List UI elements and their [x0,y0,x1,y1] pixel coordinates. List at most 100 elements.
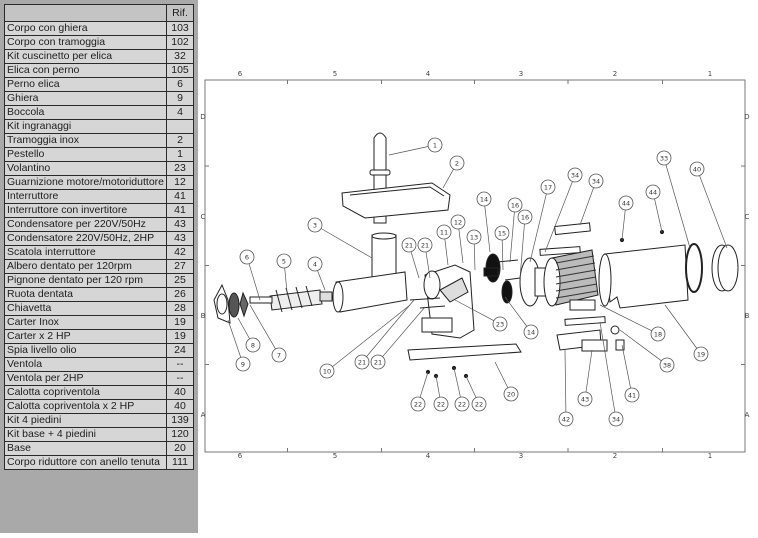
callout-20: 20 [494,361,519,402]
callout-circle [427,137,443,153]
callout-43: 43 [577,349,593,407]
callout-number: 13 [470,233,478,241]
part-ref: 12 [166,175,194,190]
callout-number: 22 [475,400,483,408]
leader-line [484,205,491,253]
column-label: 6 [238,70,243,78]
callout-18: 18 [599,304,666,342]
header-name [4,4,167,22]
part-name: Albero dentato per 120rpm [4,259,167,274]
callout-number: 34 [592,177,600,185]
part-ref: 26 [166,287,194,302]
callout-circle [433,396,449,412]
leader-line [435,375,441,398]
part-ref: 28 [166,301,194,316]
part-ref: 4 [166,105,194,120]
bracket [554,222,591,236]
callout-10: 10 [319,304,411,379]
part-ref: 27 [166,259,194,274]
table-row: Ventola-- [4,357,194,372]
callout-circle [354,354,370,370]
leader-line [621,209,626,241]
callout-number: 21 [421,241,429,249]
part-name: Corpo con tramoggia [4,35,167,50]
header-ref: Rif. [166,4,194,22]
part-ref: 105 [166,63,194,78]
column-label: 4 [426,452,431,460]
pestle [373,132,387,171]
part-ref: 20 [166,441,194,456]
column-label: 1 [708,452,712,460]
callout-number: 44 [649,188,657,196]
part-ref: 43 [166,217,194,232]
part-name: Ventola [4,357,167,372]
callout-number: 14 [527,328,535,336]
leader-line [699,175,728,249]
callout-number: 44 [622,199,630,207]
callout-41: 41 [621,344,640,403]
grinder-body [335,271,408,313]
callout-5: 5 [276,253,292,293]
callout-12: 12 [450,214,466,264]
oil-sight [610,325,620,335]
part-name: Carter x 2 HP [4,329,167,344]
part-ref: 1 [166,147,194,162]
part-ref: 9 [166,91,194,106]
callout-circle [645,184,661,200]
callout-8: 8 [237,317,261,353]
callout-number: 22 [414,400,422,408]
callout-number: 34 [612,415,620,423]
switch [615,339,625,351]
callout-circle [466,229,482,245]
callout-9: 9 [227,319,251,372]
callout-circle [540,179,556,195]
callout-11: 11 [436,224,452,266]
callout-circle [624,387,640,403]
leader-line [366,299,415,357]
callout-circle [410,396,426,412]
column-label: 5 [333,452,337,460]
callout-number: 34 [571,171,579,179]
leader-line [382,306,426,357]
callout-number: 20 [507,390,515,398]
callout-17: 17 [529,179,556,263]
callout-circle [492,316,508,332]
knife [239,291,249,318]
callout-number: 41 [628,391,636,399]
part-ref: 23 [166,161,194,176]
table-row: Kit ingranaggi [4,119,194,134]
part-name: Corpo riduttore con anello tenuta [4,455,167,470]
callout-number: 22 [437,400,445,408]
callout-number: 19 [697,350,705,358]
callout-33: 33 [656,150,691,249]
gasket-ring [685,243,703,293]
callout-15: 15 [494,225,510,271]
column-label: 3 [519,70,523,78]
callout-number: 1 [433,141,437,149]
leader-line [654,198,663,233]
callout-21: 21 [417,237,433,279]
part-name: Elica con perno [4,63,167,78]
part-name: Chiavetta [4,301,167,316]
callout-number: 4 [313,260,317,268]
leader-line [564,349,567,413]
table-header-row: Rif. [4,4,194,22]
leader-line [454,299,494,322]
callout-circle [517,209,533,225]
part-name: Perno elica [4,77,167,92]
part-ref: -- [166,357,194,372]
leader-line [473,243,476,271]
leader-line [619,329,662,362]
callout-circle [618,195,634,211]
callout-number: 33 [660,154,668,162]
callout-circle [471,396,487,412]
leader-line [458,228,464,264]
bracket [564,316,606,326]
